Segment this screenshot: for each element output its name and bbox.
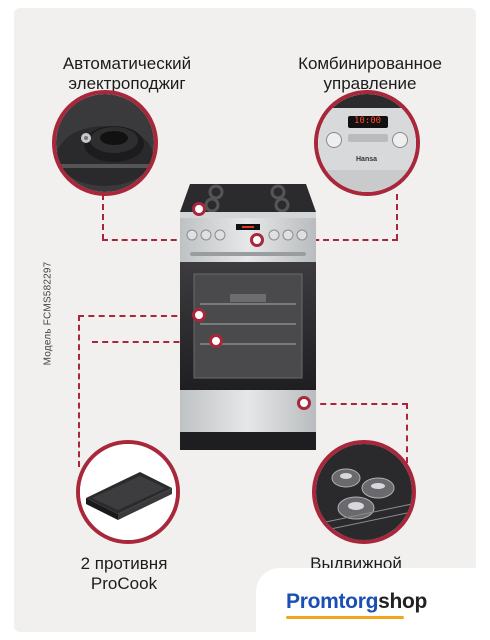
connector-line xyxy=(92,341,210,343)
marker-control[interactable] xyxy=(250,233,264,247)
connector-line xyxy=(78,315,198,317)
ignition-zoom-circle xyxy=(52,90,158,196)
feature-title-line: 2 противня xyxy=(80,554,168,573)
connector-line xyxy=(396,194,398,240)
tray-icon xyxy=(80,444,176,540)
model-label: Модель FCMS582297 xyxy=(42,261,54,366)
connector-line xyxy=(78,315,80,467)
connector-line xyxy=(406,403,408,463)
rack-zoom-circle xyxy=(312,440,416,544)
marker-ignition[interactable] xyxy=(192,202,206,216)
display: 10:00 xyxy=(348,116,388,128)
feature-title-line: Комбинированное xyxy=(298,54,442,73)
store-logo-box: Promtorgshop xyxy=(256,568,476,632)
feature-title-trays: 2 противня ProCook xyxy=(54,554,194,594)
marker-tray-upper[interactable] xyxy=(192,308,206,322)
rack-icon xyxy=(316,444,412,540)
connector-line xyxy=(102,239,216,241)
product-card: Автоматический электроподжиг Комбинирова… xyxy=(14,8,476,632)
cooker-image xyxy=(180,184,316,450)
store-logo[interactable]: Promtorgshop xyxy=(286,590,427,614)
buttons-row[interactable] xyxy=(348,134,388,142)
logo-underline xyxy=(286,616,404,619)
feature-title-line: Автоматический xyxy=(62,54,192,73)
feature-title-line: ProCook xyxy=(90,574,158,593)
feature-title-line: управление xyxy=(323,74,417,93)
logo-brand: Promtorg xyxy=(286,590,379,613)
hob-edge xyxy=(318,94,416,108)
burner-icon xyxy=(56,94,154,192)
display-time: 10:00 xyxy=(354,116,382,126)
brand-label: Hansa xyxy=(356,156,378,163)
marker-tray-lower[interactable] xyxy=(209,334,223,348)
marker-rack[interactable] xyxy=(297,396,311,410)
trays-zoom-circle xyxy=(76,440,180,544)
connector-line xyxy=(102,194,104,240)
connector-line xyxy=(264,239,398,241)
logo-suffix: shop xyxy=(378,590,428,613)
knob-left[interactable] xyxy=(326,132,342,148)
connector-line xyxy=(310,403,408,405)
control-panel-closeup: 10:00 Hansa xyxy=(318,94,416,192)
knob-right[interactable] xyxy=(392,132,408,148)
feature-title-ignition: Автоматический электроподжиг xyxy=(42,54,212,94)
feature-title-line: электроподжиг xyxy=(68,74,186,93)
door-top xyxy=(318,170,416,192)
feature-title-control: Комбинированное управление xyxy=(286,54,454,94)
control-zoom-circle: 10:00 Hansa xyxy=(314,90,420,196)
